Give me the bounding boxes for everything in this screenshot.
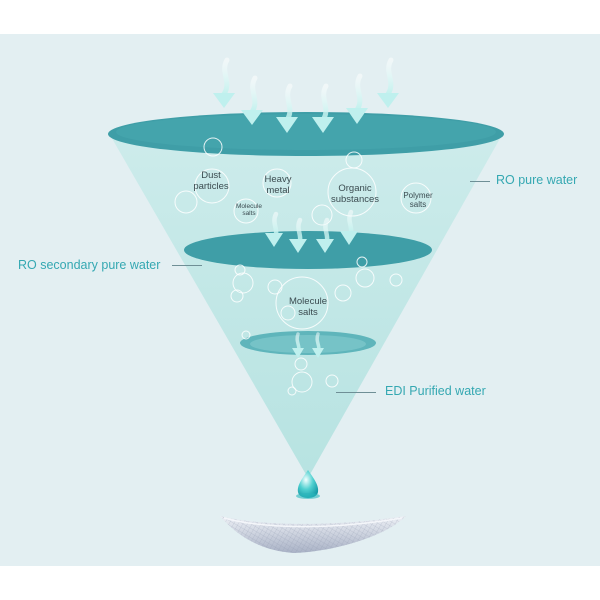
label-line: Molecule [288,296,328,307]
flow-arrow-icon [289,217,307,253]
label-line: particles [193,180,229,192]
bubble [194,168,230,204]
leader-line [172,265,202,266]
bubble [389,273,403,287]
bubble [311,204,333,226]
label-line: Dust [201,170,221,181]
flow-arrow-icon [312,83,334,133]
water-drop-icon [296,470,320,499]
edi-purified-water-label: EDI Purified water [385,384,486,398]
label-line: Heavy [264,174,292,185]
flow-arrow-icon [312,332,324,358]
bubble [280,305,296,321]
bubble [233,198,259,224]
ro-pure-water-label: RO pure water [496,173,578,187]
dust-particles-label: Dust particles [191,170,231,193]
bubble [234,264,246,276]
bubble [400,182,432,214]
bubble [262,168,292,198]
bubble [275,276,329,330]
leader-line [336,392,376,393]
bubble [334,284,352,302]
label-line: salts [409,200,427,210]
water-flow-arrows-bottom [292,332,324,358]
flow-arrow-icon [265,211,283,247]
label-line: Molecule [235,203,262,210]
flow-arrow-icon [340,209,358,245]
bubble-group [174,137,432,396]
label-line: metal [266,184,290,196]
leader-line [470,181,490,182]
heavy-metal-label: Heavy metal [258,174,298,197]
label-line: salts [242,210,256,218]
water-flow-arrows-top [213,57,399,133]
flow-arrow-icon [213,57,235,108]
flow-arrow-icon [241,75,263,125]
organic-substances-label: Organic substances [325,183,385,206]
filtration-cone [110,135,502,478]
bubble [230,289,244,303]
bubble [241,330,251,340]
flow-arrow-icon [377,57,399,108]
polymer-salts-label: Polymer salts [398,191,438,209]
flow-arrow-icon [316,217,334,253]
ro-secondary-disc [184,231,432,269]
flow-arrow-icon [346,73,368,124]
label-line: Polymer [403,191,433,200]
bubble [355,268,375,288]
bubble [203,137,223,157]
label-line: substances [330,193,380,205]
molecule-salts-small-label: Molecule salts [229,203,269,218]
bubble [174,190,198,214]
bubble [232,272,254,294]
flow-arrow-icon [292,332,304,358]
label-line: salts [298,306,318,318]
label-line: Organic [338,183,372,194]
bubble [291,371,313,393]
ro-secondary-pure-water-label: RO secondary pure water [18,258,161,272]
bubble [294,357,308,371]
molecule-salts-label: Molecule salts [283,296,333,319]
flow-arrow-icon [276,83,298,133]
bubble [356,256,368,268]
water-flow-arrows-middle [265,209,358,253]
bubble [287,386,297,396]
filter-mesh-sheet [220,516,406,553]
bubble [325,374,339,388]
